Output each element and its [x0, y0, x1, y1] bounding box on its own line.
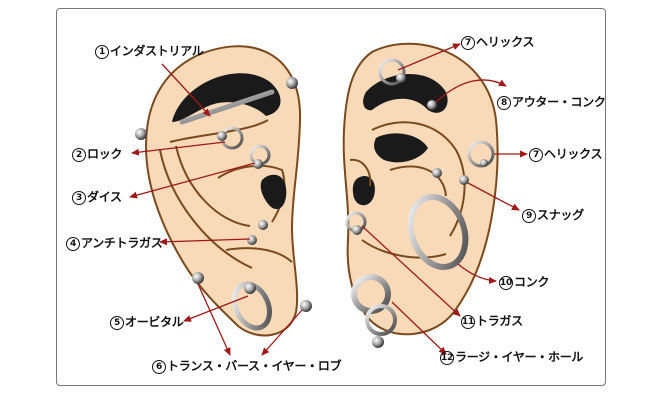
arrow-tragus	[361, 225, 461, 317]
label-snug-text: スナッグ	[537, 208, 584, 222]
label-antitragus-text: アンチトラガス	[81, 236, 163, 250]
arrow-snug	[467, 182, 520, 211]
helix-right-ball	[480, 159, 488, 167]
arrow-outer-conch	[435, 79, 507, 103]
arrow-transverse-a	[197, 283, 231, 356]
left-concha-line	[159, 149, 253, 269]
right-antihelix-line	[371, 121, 466, 237]
orbital-ball-b	[192, 272, 204, 284]
arrow-transverse-b	[261, 309, 303, 356]
label-helix-right-text: ヘリックス	[544, 147, 603, 161]
label-daith-number: 3	[72, 191, 86, 205]
arrow-large-hole	[391, 301, 447, 355]
left-outer-ball	[135, 128, 147, 140]
left-ear	[135, 45, 312, 337]
label-outer-conch-number: 8	[497, 96, 511, 110]
rook-ball	[217, 131, 227, 141]
right-inner-line	[389, 165, 447, 197]
arrow-industrial	[161, 63, 211, 117]
large-hole-ball	[372, 336, 384, 348]
label-helix-right-number: 7	[529, 148, 543, 162]
label-snug-number: 9	[522, 209, 536, 223]
arrow-antitragus	[159, 238, 251, 246]
large-hole-ring-inner	[365, 304, 397, 336]
label-outer-conch-text: アウター・コンク	[512, 95, 606, 109]
label-transverse-text: トランス・バース・イヤー・ロブ	[167, 359, 342, 373]
label-daith-text: ダイス	[87, 190, 122, 204]
left-ear-canal	[260, 174, 287, 210]
orbital-ring	[232, 281, 272, 331]
label-rook-text: ロック	[87, 147, 123, 161]
daith-ball	[253, 159, 263, 169]
arrow-daith	[129, 162, 256, 199]
right-concha-dark	[374, 133, 428, 163]
label-orbital-number: 5	[110, 316, 124, 330]
label-large-hole-text: ラージ・イヤー・ホール	[455, 350, 584, 364]
left-inner-line	[175, 145, 251, 227]
label-conch-number: 10	[499, 276, 513, 290]
label-rook-number: 2	[72, 148, 86, 162]
antitragus-ball-a	[258, 220, 268, 230]
leader-arrows	[129, 43, 528, 356]
diagram-frame	[56, 8, 606, 386]
label-helix-top-number: 7	[461, 36, 475, 50]
arrow-rook	[131, 141, 226, 156]
helix-right-ring	[467, 140, 495, 168]
label-orbital-text: オービタル	[125, 315, 184, 329]
label-industrial-number: 1	[95, 45, 109, 59]
label-large-hole-number: 12	[440, 351, 454, 365]
label-industrial-text: インダストリアル	[110, 44, 204, 58]
helix-top-ball	[396, 73, 406, 83]
label-transverse-number: 6	[152, 360, 166, 374]
outer-conch-ball	[427, 100, 437, 110]
industrial-bar	[179, 89, 275, 125]
label-helix-top-text: ヘリックス	[476, 35, 535, 49]
left-lobe-line	[225, 247, 293, 263]
arrow-conch	[457, 263, 497, 284]
right-helix-groove	[363, 73, 448, 113]
right-tragus-line	[349, 158, 372, 187]
arrow-helix-top	[397, 43, 461, 71]
helix-top-ring	[378, 58, 406, 86]
right-lobe-line	[361, 239, 447, 259]
label-antitragus-number: 4	[66, 237, 80, 251]
label-conch-text: コンク	[514, 275, 550, 289]
orbital-ball-a	[244, 282, 256, 294]
left-helix-groove	[172, 73, 281, 122]
label-tragus-number: 11	[461, 315, 475, 329]
label-tragus-text: トラガス	[476, 314, 523, 328]
arrow-orbital	[183, 295, 249, 322]
inner-ball	[432, 168, 442, 178]
snug-ball	[459, 175, 469, 185]
transverse-ball	[300, 300, 312, 312]
tragus-ball	[352, 225, 362, 235]
industrial-ball-right	[286, 77, 298, 89]
conch-ring	[407, 194, 469, 270]
antitragus-ball-b	[247, 235, 257, 245]
right-ear	[342, 42, 499, 348]
